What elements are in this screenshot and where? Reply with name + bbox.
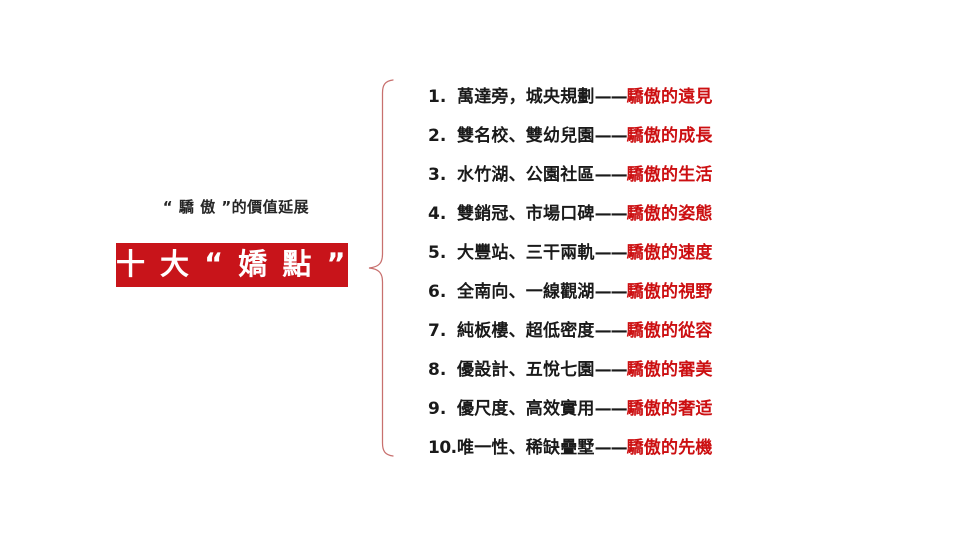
list-item-head: 萬達旁，城央規劃 [457,87,595,107]
list-item: 8. 優設計、五悅七園 —— 驕傲的審美 [428,351,788,390]
list-item-number: 4. [428,204,447,224]
list-item-dash: —— [594,204,628,224]
list-item-number: 1. [428,87,447,107]
list-item-dash: —— [594,282,628,302]
list-item-tail: 驕傲的遠見 [626,87,713,107]
selling-points-list: 1. 萬達旁，城央規劃 —— 驕傲的遠見 2. 雙名校、雙幼兒園 —— 驕傲的成… [428,78,788,468]
list-item: 5. 大豐站、三干兩軌 —— 驕傲的速度 [428,234,788,273]
list-item-dash: —— [594,87,628,107]
list-item-dash: —— [594,360,628,380]
list-item-tail: 驕傲的視野 [626,282,713,302]
list-item-number: 2. [428,126,447,146]
list-item-dash: —— [594,399,628,419]
title-banner-text: 十 大 “ 嬌 點 ” [115,246,349,281]
list-item: 9. 優尺度、高效實用 —— 驕傲的奢适 [428,390,788,429]
title-banner: 十 大 “ 嬌 點 ” [116,243,348,287]
list-item-number: 8. [428,360,447,380]
list-item-dash: —— [594,243,628,263]
list-item-tail: 驕傲的從容 [626,321,713,341]
left-heading-group: “ 驕 傲 ”的價值延展 [116,198,348,218]
list-item-tail: 驕傲的成長 [626,126,713,146]
list-item-number: 7. [428,321,447,341]
list-item-tail: 驕傲的生活 [626,165,713,185]
list-item-head: 雙名校、雙幼兒園 [457,126,595,146]
list-item-tail: 驕傲的奢适 [626,399,713,419]
subtitle-text: “ 驕 傲 ”的價值延展 [162,198,310,216]
left-curly-brace [366,78,396,458]
list-item-dash: —— [594,126,628,146]
list-item-head: 唯一性、稀缺疊墅 [457,438,595,458]
list-item-head: 大豐站、三干兩軌 [457,243,595,263]
list-item-head: 雙銷冠、市場口碑 [457,204,595,224]
list-item-tail: 驕傲的審美 [626,360,713,380]
list-item: 1. 萬達旁，城央規劃 —— 驕傲的遠見 [428,78,788,117]
list-item: 10. 唯一性、稀缺疊墅 —— 驕傲的先機 [428,429,788,468]
list-item-tail: 驕傲的速度 [626,243,713,263]
list-item-tail: 驕傲的姿態 [626,204,713,224]
list-item-dash: —— [594,165,628,185]
list-item-head: 純板樓、超低密度 [457,321,595,341]
list-item-number: 3. [428,165,447,185]
list-item-head: 優尺度、高效實用 [457,399,595,419]
list-item: 6. 全南向、一線觀湖 —— 驕傲的視野 [428,273,788,312]
list-item-tail: 驕傲的先機 [626,438,713,458]
list-item-number: 9. [428,399,447,419]
list-item: 7. 純板樓、超低密度 —— 驕傲的從容 [428,312,788,351]
curly-brace-icon [368,79,394,457]
list-item-number: 6. [428,282,447,302]
list-item: 4. 雙銷冠、市場口碑 —— 驕傲的姿態 [428,195,788,234]
list-item-number: 5. [428,243,447,263]
list-item-head: 全南向、一線觀湖 [457,282,595,302]
list-item-dash: —— [594,438,628,458]
list-item: 2. 雙名校、雙幼兒園 —— 驕傲的成長 [428,117,788,156]
list-item-head: 水竹湖、公園社區 [457,165,595,185]
list-item-dash: —— [594,321,628,341]
list-item-head: 優設計、五悅七園 [457,360,595,380]
list-item: 3. 水竹湖、公園社區 —— 驕傲的生活 [428,156,788,195]
list-item-number: 10. [428,438,457,458]
